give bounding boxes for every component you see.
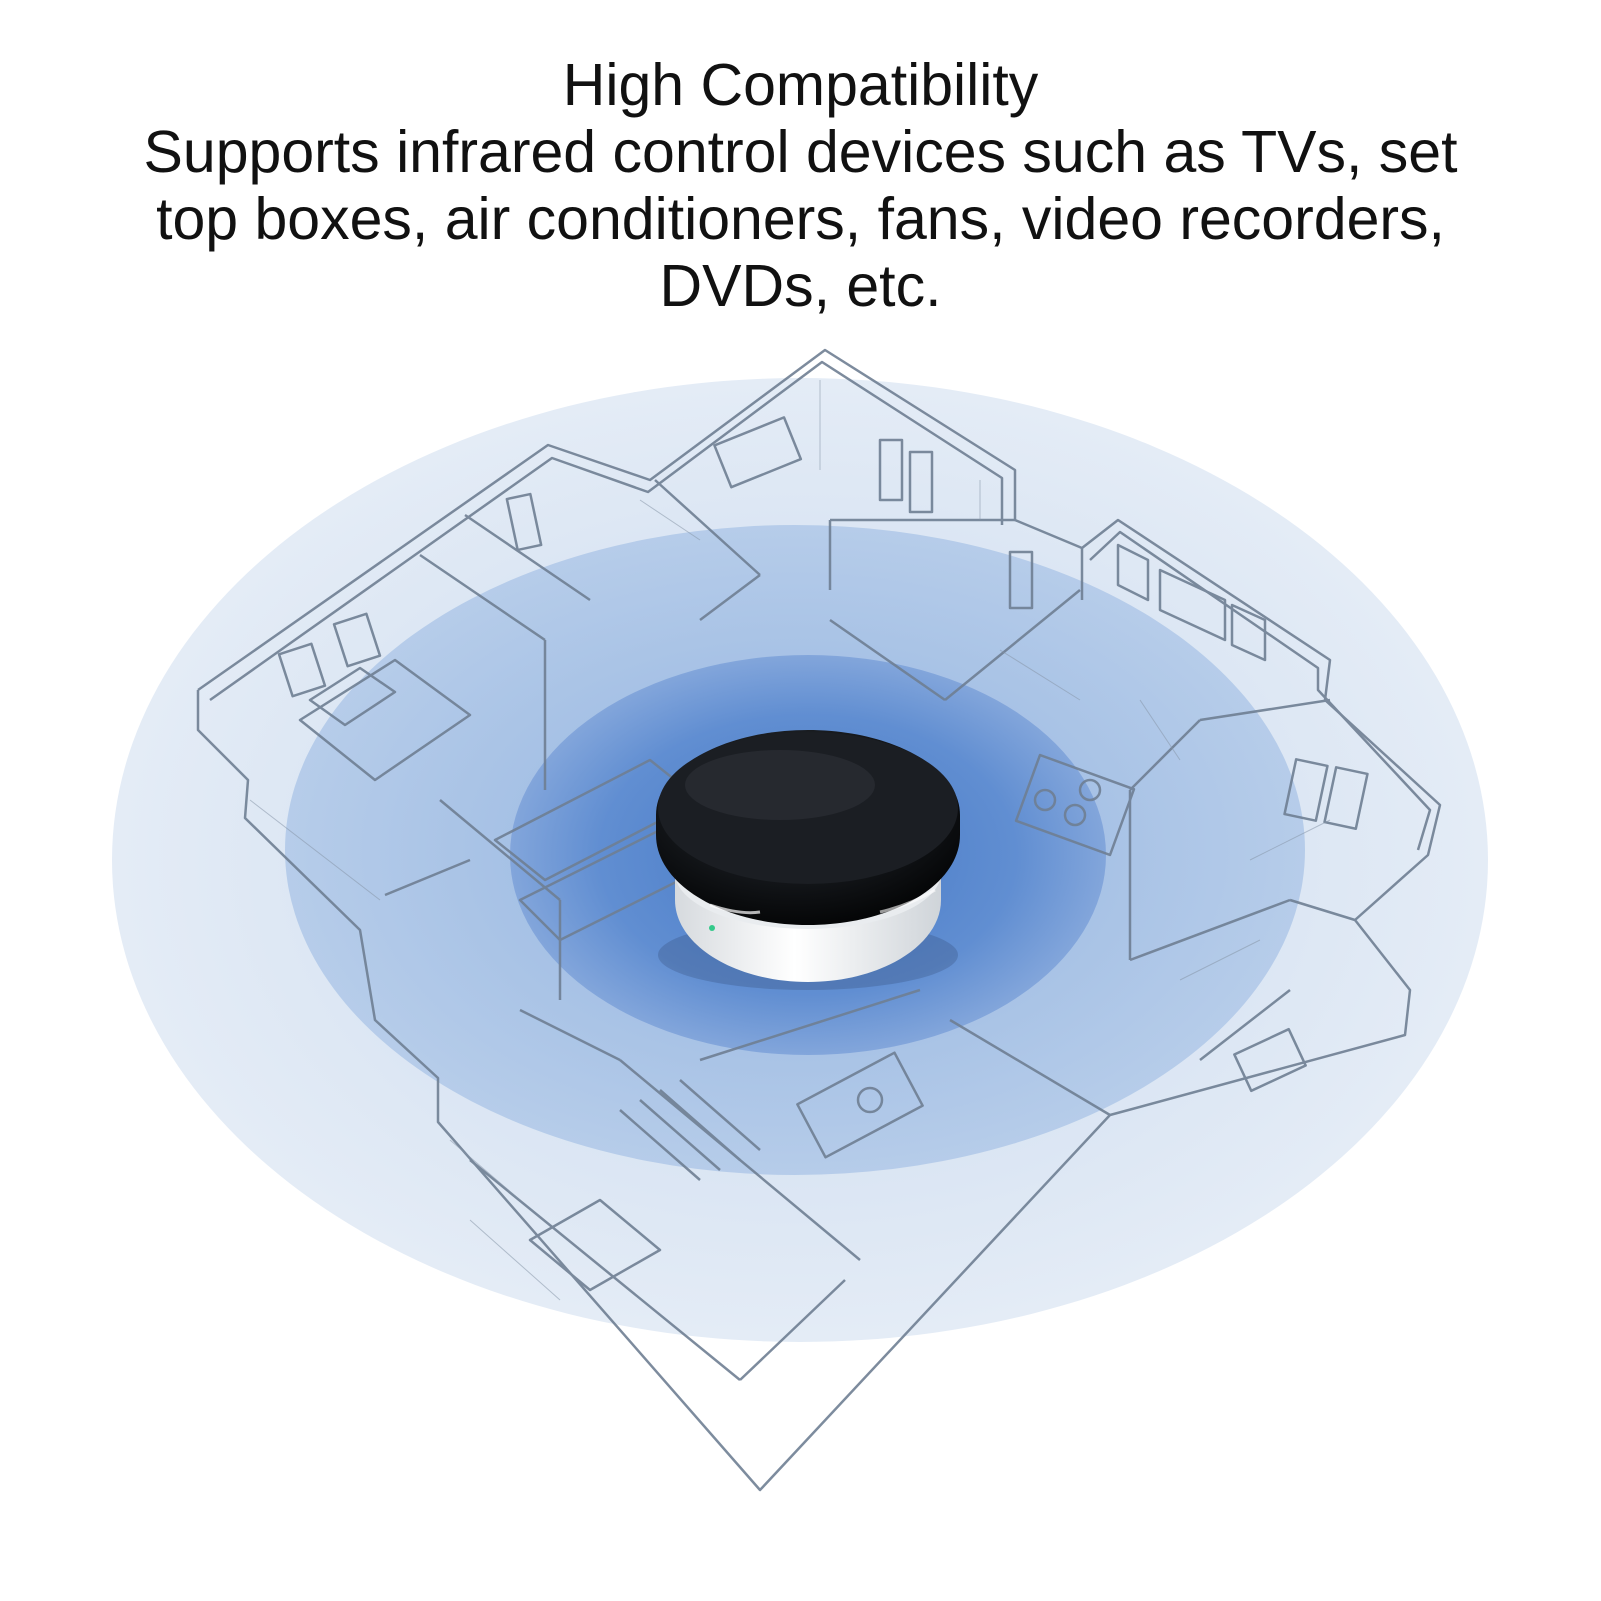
status-light-icon (709, 925, 715, 931)
product-illustration (0, 330, 1601, 1601)
hub-edge-reflection-right (879, 888, 936, 914)
headline: High Compatibility Supports infrared con… (0, 52, 1601, 320)
headline-title: High Compatibility (562, 52, 1039, 118)
headline-description-line-2: top boxes, air conditioners, fans, video… (156, 186, 1445, 252)
ir-remote-hub (656, 730, 960, 982)
headline-description-line-3: DVDs, etc. (659, 253, 942, 319)
hub-top-highlight (685, 750, 875, 820)
wireframe-detail-lines (249, 380, 1331, 1301)
house-wireframe (196, 348, 1442, 1492)
hub-edge-reflection (709, 903, 761, 915)
floor-plan-illustration (112, 348, 1488, 1492)
hub-top-face (658, 732, 958, 884)
headline-description-line-1: Supports infrared control devices such a… (143, 119, 1458, 185)
